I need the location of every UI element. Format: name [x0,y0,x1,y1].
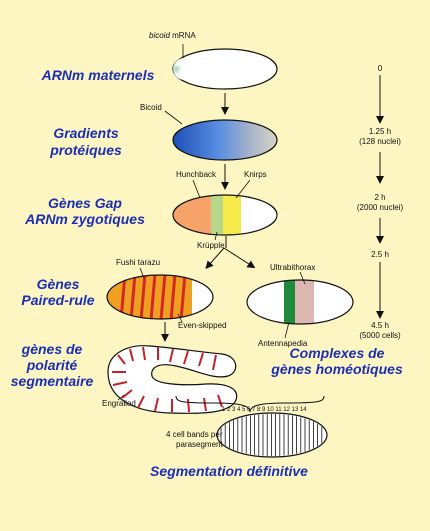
fushi-stripe [169,275,177,319]
label-cell-bands-line1: 4 cell bands per [166,430,223,439]
stage-title-gradients-line2: protéiques [49,142,122,158]
knirps-domain [223,195,241,235]
timeline-note-1: (128 nuclei) [359,137,401,146]
label-knirps: Knirps [244,170,267,179]
label-segment-numbers: 1 2 3 4 5 6 7 8 9 10 11 12 13 14 [222,407,307,413]
kruppel-domain [211,195,223,235]
embryo-pair-rule [106,274,214,320]
arrow-gap-to-pair [205,247,225,269]
stage-title-final: Segmentation définitive [150,463,308,479]
label-kruppel: Krüpple [197,241,225,250]
embryo-homeotic [246,279,354,325]
engrailed-stripe [212,354,217,371]
engrailed-stripe [137,395,145,409]
arrow-gap-to-homeotic [223,247,256,269]
label-engrailed: Engrailed [102,399,136,408]
engrailed-stripe [142,346,146,361]
embryo-maternal-mrna [172,48,278,90]
embryo-gap-genes [172,194,278,236]
antennapedia-pointer [284,321,290,339]
label-bicoid-mrna: bicoid mRNA [149,31,196,40]
embryo-segment-polarity [107,345,238,414]
engrailed-pointer [117,394,125,401]
timeline-note-4: (5000 cells) [359,331,401,340]
engrailed-stripe [117,354,126,365]
engrailed-stripe [203,397,207,412]
fushi-stripe [129,275,137,319]
hunchback-domain [173,195,211,235]
convergence-brace [175,395,325,413]
fushi-stripe [149,275,157,319]
label-bicoid: Bicoid [140,103,162,112]
engrailed-stripe [112,381,128,386]
bicoid-pointer [164,110,183,125]
stage-title-gap-line2: ARNm zygotiques [24,211,145,227]
embryo-bicoid-gradient [172,119,278,161]
label-fushi-tarazu: Fushi tarazu [116,258,160,267]
stage-title-pair-line2: Paired-rule [21,292,94,308]
fushi-stripe [139,275,147,319]
engrailed-stripe [198,352,204,367]
stage-title-homeotic-line1: Complexes de [290,345,385,361]
timeline-time-0: 0 [378,64,383,73]
engrailed-stripe [187,398,190,413]
timeline-time-3: 2.5 h [371,250,389,259]
fushi-stripe [159,275,167,319]
antennapedia-domain [284,280,295,324]
label-antennapedia: Antennapedia [258,339,308,348]
embryo-final-segmentation [216,412,328,458]
hunchback-pointer [192,179,201,199]
stage-title-polarity-line2: polarité [26,357,78,373]
engrailed-stripe [154,397,159,412]
stage-title-gradients-line1: Gradients [53,125,119,141]
even-skipped-pointer [177,313,183,323]
engrailed-stripe [121,389,133,399]
label-hunchback: Hunchback [176,170,217,179]
fushi-pointer [139,267,145,279]
engrailed-stripe [169,348,174,363]
label-ultrabithorax: Ultrabithorax [270,263,315,272]
stage-title-pair-line1: Gènes [37,276,80,292]
timeline-time-1: 1.25 h [369,127,391,136]
timeline-time-4: 4.5 h [371,321,389,330]
knirps-pointer [235,179,251,199]
label-cell-bands-line2: parasegment [176,440,223,449]
engrailed-stripe [129,348,134,362]
stage-title-maternal: ARNm maternels [41,67,155,83]
engrailed-stripe [183,350,189,365]
timeline: 0 1.25 h (128 nuclei) 2 h (2000 nuclei) … [357,64,404,340]
stage-title-polarity-line3: segmentaire [11,373,94,389]
stage-title-gap-line1: Gènes Gap [48,195,122,211]
timeline-time-2: 2 h [374,193,385,202]
engrailed-stripe [217,394,223,408]
kruppel-pointer [214,231,218,241]
ultrabithorax-domain [295,280,314,324]
timeline-note-2: (2000 nuclei) [357,203,404,212]
stage-title-polarity-line1: gènes de [21,341,83,357]
fushi-stripe [179,275,187,319]
ultrabithorax-pointer [299,271,306,285]
stage-title-homeotic-line2: gènes homéotiques [270,361,403,377]
label-even-skipped: Even-skipped [178,321,226,330]
